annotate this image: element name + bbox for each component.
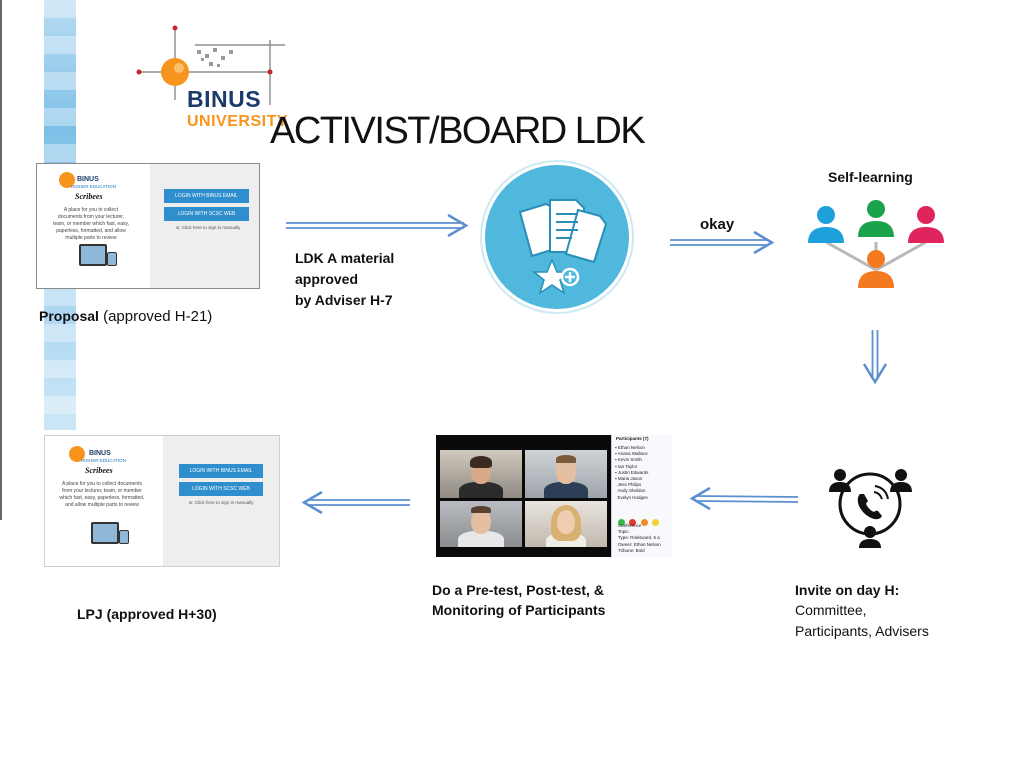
participants-list: ▪ Ethan Nelson ▪ Ariana Wallace ▪ Kevin …: [615, 445, 648, 501]
arrow-invite-to-monitoring: [689, 486, 799, 511]
participant-item[interactable]: ▪ Ariana Wallace: [615, 451, 648, 457]
participants-panel: Participants (7) ▪ Ethan Nelson ▪ Ariana…: [611, 435, 672, 557]
lpj-login-scsc-button[interactable]: LOGIN WITH SCSC WEB: [179, 482, 263, 496]
lpj-phone-icon: [119, 530, 129, 544]
proposal-desc: A place for you to collect documents fro…: [52, 207, 130, 241]
participant-item[interactable]: Jess Philips: [617, 482, 642, 488]
monitoring-line2: Monitoring of Participants: [432, 602, 606, 618]
left-edge-line: [0, 0, 2, 520]
arrow-proposal-to-material: [286, 213, 469, 238]
proposal-app: Scribees: [75, 192, 103, 201]
lpj-device-icon: [91, 522, 119, 544]
video-tile-2: [525, 450, 607, 498]
people-network-icon: [806, 198, 948, 290]
okay-label: okay: [700, 216, 735, 233]
lpj-screenshot: BINUS HIGHER EDUCATION Scribees A place …: [44, 435, 280, 567]
video-tile-1: [440, 450, 522, 498]
mute-icon[interactable]: [640, 519, 648, 526]
proposal-brand: BINUS: [77, 176, 99, 183]
participant-item[interactable]: ▪ Maria Jason: [615, 476, 643, 482]
lpj-label: LPJ (approved H+30): [77, 606, 217, 622]
decline-icon[interactable]: [629, 519, 637, 526]
proposal-label-bold: Proposal: [39, 308, 99, 324]
binus-logo: BINUS UNIVERSITY: [135, 20, 295, 135]
video-tile-4: [525, 501, 607, 547]
participant-item[interactable]: ▪ Ethan Nelson: [615, 445, 645, 450]
lpj-sub: HIGHER EDUCATION: [81, 458, 126, 463]
arrow-material-to-selflearning: [670, 230, 775, 255]
participants-header: Participants (7): [616, 436, 649, 441]
lpj-desc: A place for you to collect documents fro…: [59, 481, 145, 508]
accept-icon[interactable]: [618, 519, 625, 526]
proposal-label-suffix: (approved H-21): [98, 308, 213, 325]
participant-item[interactable]: ▪ Justin Edwards: [615, 469, 649, 475]
participant-item[interactable]: ▪ Kevin Smith: [615, 457, 642, 463]
type-row: Type: Roleboard, 6 a: [618, 535, 660, 541]
proposal-screenshot: BINUS HIGHER EDUCATION Scribees A place …: [36, 163, 260, 289]
self-learning-label: Self-learning: [828, 169, 913, 185]
lpj-brand: BINUS: [89, 450, 111, 457]
lpj-app: Scribees: [85, 466, 113, 475]
owner-row: Owner: Ethan Nelson: [618, 541, 661, 547]
topic-label: Topic:: [618, 529, 630, 535]
proposal-manual-link[interactable]: or, Click here to sign in manually: [175, 225, 241, 230]
participant-item[interactable]: Andy Sheldon: [617, 488, 646, 494]
invite-line3: Participants, Advisers: [795, 623, 929, 639]
arrow-selflearning-to-invite: [862, 330, 888, 384]
material-line1: LDK A material: [295, 250, 395, 266]
invite-line2: Committee,: [795, 602, 867, 618]
participant-item[interactable]: ▪ Ian Taylor: [615, 463, 638, 469]
panel-controls: [618, 513, 660, 531]
invite-label-bold: Invite on day H:: [795, 582, 900, 598]
lpj-manual-link[interactable]: or, Click here to sign in manually: [188, 500, 254, 505]
logo-text-binus: BINUS: [187, 86, 262, 112]
proposal-sub: HIGHER EDUCATION: [71, 184, 116, 189]
proposal-login-binus-button[interactable]: LOGIN WITH BINUS EMAIL: [164, 189, 249, 203]
proposal-login-scsc-button[interactable]: LOGIN WITH SCSC WEB: [164, 207, 249, 221]
emoji-icon[interactable]: [652, 519, 660, 526]
lpj-login-binus-button[interactable]: LOGIN WITH BINUS EMAIL: [179, 464, 263, 478]
proposal-logo-mark: [59, 172, 75, 188]
participant-item[interactable]: Evelyn Hodges: [617, 494, 648, 500]
proposal-label: Proposal (approved H-21): [39, 306, 212, 327]
proposal-device-icon: [79, 244, 107, 266]
arrow-monitoring-to-lpj: [301, 490, 410, 515]
conference-info: Conference Topic: Type: Roleboard, 6 a O…: [618, 523, 661, 554]
video-tile-3: [440, 501, 522, 547]
lpj-logo-mark: [69, 446, 85, 462]
conference-heading: Conference: [618, 523, 642, 528]
material-line2: approved: [295, 271, 359, 287]
tribune-row: Tribune: Bold: [618, 547, 645, 553]
monitoring-line1: Do a Pre-test, Post-test, &: [432, 582, 604, 598]
material-line3: by Adviser H-7: [295, 292, 393, 308]
conference-call-icon: [824, 462, 916, 548]
proposal-phone-icon: [107, 252, 117, 266]
logo-text-university: UNIVERSITY: [187, 113, 289, 130]
page-title: ACTIVIST/BOARD LDK: [270, 110, 646, 152]
documents-star-icon: [480, 160, 634, 314]
video-conference-screenshot: [436, 435, 611, 557]
